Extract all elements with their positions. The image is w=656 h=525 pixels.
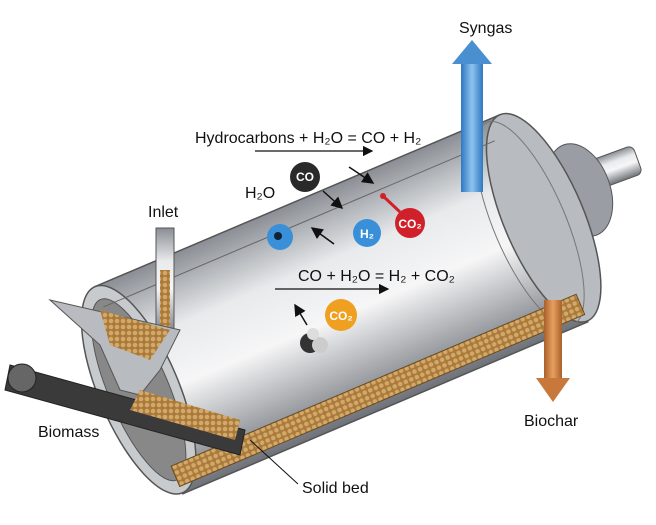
shift-equation: CO + H₂O = H₂ + CO₂ (298, 268, 455, 285)
syngas-label: Syngas (459, 20, 512, 37)
biochar-label: Biochar (524, 413, 579, 430)
svg-text:CO: CO (296, 170, 314, 184)
co-molecule: CO (290, 162, 320, 192)
svg-text:CO₂: CO₂ (329, 309, 352, 323)
co2-orange-molecule: CO₂ (325, 299, 357, 331)
h2-molecule: H₂ (353, 219, 381, 247)
reforming-equation: Hydrocarbons + H₂O = CO + H₂ (195, 130, 421, 147)
biochar-arrow (536, 300, 570, 402)
methane-molecule-icon (300, 328, 328, 353)
syngas-arrow (452, 40, 492, 192)
co2-red-molecule: CO₂ (380, 193, 425, 238)
flow-arrow (322, 190, 344, 210)
flow-arrow (348, 166, 375, 184)
biomass-label: Biomass (38, 424, 99, 441)
flow-arrow (294, 303, 308, 326)
flow-arrow (310, 227, 335, 245)
inlet-label: Inlet (148, 204, 179, 221)
inlet-pipe (155, 227, 175, 339)
svg-text:CO₂: CO₂ (398, 217, 421, 231)
svg-text:H₂: H₂ (360, 227, 374, 241)
biomass-conveyor (4, 363, 246, 456)
solid-bed-pointer (249, 439, 299, 485)
h2o-label: H₂O (245, 185, 275, 202)
h2o-molecule-icon (267, 224, 293, 250)
solid-bed-label: Solid bed (302, 480, 369, 497)
solid-bed (170, 293, 586, 488)
